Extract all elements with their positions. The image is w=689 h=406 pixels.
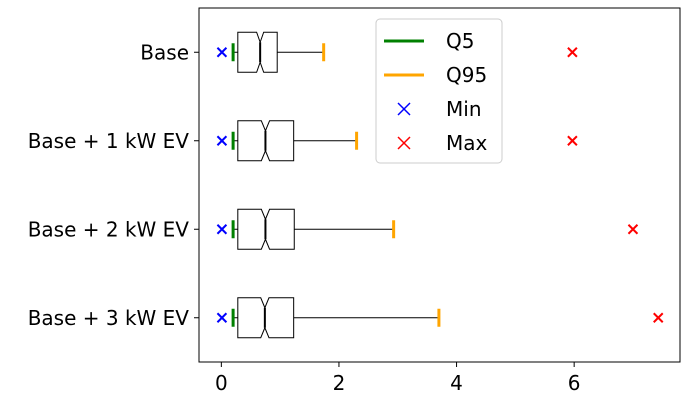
legend-entry: Q5	[384, 29, 474, 53]
box-notched	[237, 297, 295, 339]
max-marker	[627, 224, 639, 235]
y-tick-label: Base	[140, 40, 189, 64]
min-marker-stroke-b	[216, 312, 228, 323]
min-marker	[216, 135, 228, 146]
box-notched	[237, 120, 295, 162]
box-notched	[237, 31, 278, 73]
legend-x-swatch	[397, 136, 411, 150]
x-tick-label: 0	[215, 371, 228, 395]
legend-label: Min	[446, 97, 482, 121]
box-group	[216, 208, 639, 250]
legend-label: Q95	[446, 63, 487, 87]
x-tick-label: 4	[450, 371, 463, 395]
legend-frame	[375, 18, 503, 164]
max-marker-stroke-b	[653, 312, 664, 323]
x-tick-label: 2	[333, 371, 346, 395]
y-tick-label: Base + 2 kW EV	[28, 217, 190, 241]
legend-label: Q5	[446, 29, 474, 53]
max-marker	[567, 135, 578, 146]
legend-x-stroke-b	[397, 136, 411, 150]
y-tick-label: Base + 3 kW EV	[28, 306, 190, 330]
min-marker-stroke-b	[216, 135, 228, 146]
min-marker	[216, 312, 228, 323]
box-notched	[237, 208, 295, 250]
chart-marks	[216, 31, 664, 339]
min-marker	[216, 224, 228, 235]
legend-entry: Q95	[384, 63, 487, 87]
box-group	[216, 31, 578, 73]
min-marker-stroke-b	[216, 224, 228, 235]
min-marker	[216, 47, 228, 58]
max-marker-stroke-b	[627, 224, 639, 235]
legend-entry: Max	[397, 131, 488, 155]
legend-x-stroke-b	[397, 102, 411, 116]
legend-entry: Min	[397, 97, 482, 121]
box-group	[216, 297, 664, 339]
x-tick-label: 6	[568, 371, 581, 395]
max-marker	[653, 312, 664, 323]
box-group	[216, 120, 578, 162]
x-axis-ticks: 0 2 4 6	[215, 362, 581, 395]
max-marker	[567, 47, 578, 58]
legend-label: Max	[446, 131, 488, 155]
legend-x-swatch	[397, 102, 411, 116]
min-marker-stroke-b	[216, 47, 228, 58]
y-tick-label: Base + 1 kW EV	[28, 129, 190, 153]
max-marker-stroke-b	[567, 47, 578, 58]
max-marker-stroke-b	[567, 135, 578, 146]
